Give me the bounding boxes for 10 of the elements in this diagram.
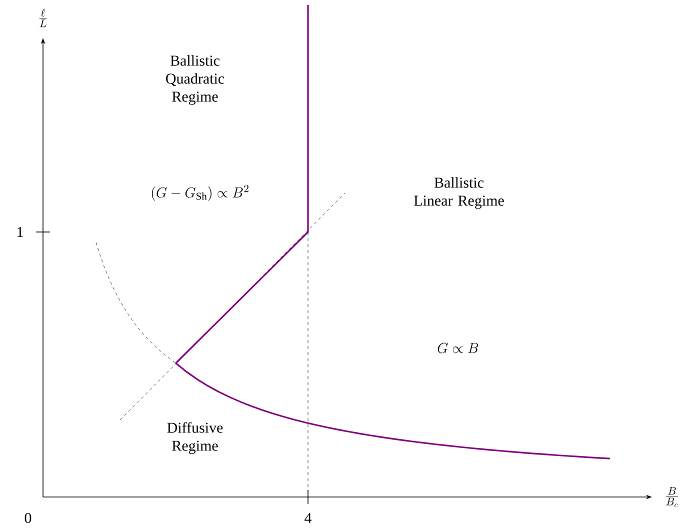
tick-label: 4 bbox=[304, 513, 312, 523]
axis-label: $\frac{B}{B_c}$ bbox=[666, 487, 678, 507]
axis-label: $\frac{\ell}{L}$ bbox=[39, 8, 47, 28]
region-label: Diffusive Regime bbox=[167, 422, 223, 454]
tick-label: 0 bbox=[24, 512, 32, 524]
formula-label: $(G - G_{\mathrm{Sh}}) \propto B^2$ bbox=[152, 184, 248, 201]
tick-label: 1 bbox=[18, 227, 23, 237]
region-label: Ballistic Quadratic Regime bbox=[166, 55, 224, 105]
region-label: Ballistic Linear Regime bbox=[414, 177, 504, 209]
formula-label: $G \propto B$ bbox=[438, 342, 478, 354]
